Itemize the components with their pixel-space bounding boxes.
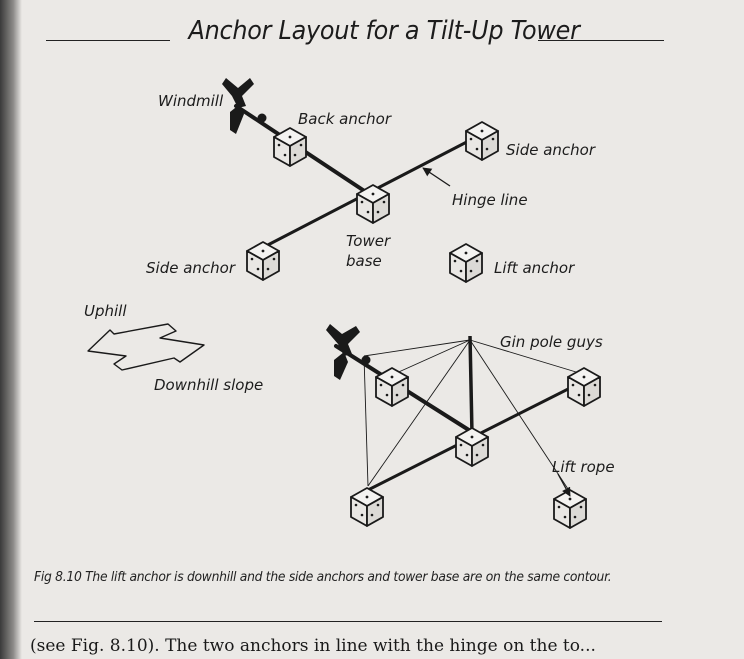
slope-indicator: Uphill Downhill slope: [84, 302, 263, 394]
back-anchor: [273, 127, 307, 167]
downhill-slope-label: Downhill slope: [154, 376, 263, 394]
lift-anchor: [449, 243, 483, 283]
body-text-line: (see Fig. 8.10). The two anchors in line…: [30, 636, 596, 656]
back-anchor-label: Back anchor: [298, 110, 392, 128]
side-anchor-right-label: Side anchor: [506, 141, 596, 159]
tower-base-lower: [455, 427, 489, 467]
windmill-lowered-icon: [326, 324, 360, 380]
side-anchor-left-lower: [350, 487, 384, 527]
windmill-icon: [222, 78, 254, 134]
lift-anchor-label: Lift anchor: [494, 259, 575, 277]
gin-pole: [468, 335, 474, 435]
tower-base: [356, 184, 390, 224]
lift-rope-label: Lift rope: [552, 458, 615, 476]
side-anchor-left-label: Side anchor: [146, 259, 236, 277]
anchor-layout-diagram: Windmill Back anchor Side anchor Hinge l…: [84, 78, 615, 529]
side-anchor-left: [246, 241, 280, 281]
figure-title: Anchor Layout for a Tilt-Up Tower: [188, 16, 580, 46]
title-rule-right: [538, 40, 664, 41]
lift-rope-pointer: [557, 473, 571, 497]
tower-gin-pole-joint: [257, 113, 267, 123]
windmill-label: Windmill: [158, 92, 224, 110]
book-spine-shadow: [0, 0, 22, 659]
raising-view: Gin pole guys Lift rope: [326, 324, 615, 529]
hinge-line-label: Hinge line: [452, 191, 528, 209]
hinge-line-pointer: [422, 167, 451, 187]
lower-tower-joint: [361, 355, 371, 365]
side-anchor-right-lower: [567, 367, 601, 407]
back-anchor-lower: [375, 367, 409, 407]
gin-pole-guy-lines: [363, 339, 587, 493]
figure-title-row: Anchor Layout for a Tilt-Up Tower: [46, 12, 664, 58]
gin-pole-guys-label: Gin pole guys: [500, 333, 603, 351]
layout-plan: Windmill Back anchor Side anchor Hinge l…: [146, 78, 596, 283]
figure-caption: Fig 8.10 The lift anchor is downhill and…: [34, 570, 612, 585]
side-anchor-right: [465, 121, 499, 161]
tower-base-label-line1: Tower: [346, 232, 391, 250]
tower-base-label-line2: base: [346, 252, 382, 270]
title-rule-left: [46, 40, 170, 41]
slope-arrow-icon: [87, 323, 205, 371]
uphill-label: Uphill: [84, 302, 127, 320]
caption-rule: [34, 621, 662, 622]
